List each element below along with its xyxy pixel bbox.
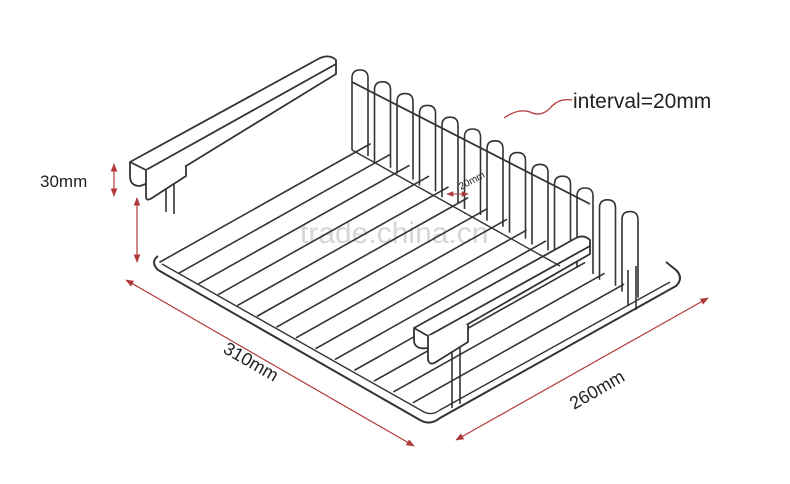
pitch-label: 20mm [457, 170, 487, 193]
base-wire [217, 175, 430, 296]
interval-pointer [503, 98, 573, 119]
rack-tine [396, 92, 414, 180]
length-label: 310mm [220, 338, 282, 385]
top-crossbar-lower [351, 149, 561, 267]
top-crossbar [351, 81, 591, 205]
rack-tine [486, 140, 504, 227]
rack-tine [598, 199, 617, 286]
rack-supports [165, 176, 637, 408]
rack-base-frame [153, 255, 681, 424]
rack-tine [508, 151, 527, 239]
height-label: 30mm [40, 172, 87, 191]
rack-tine [441, 116, 459, 204]
watermark: trade.china.cn [300, 217, 488, 250]
rack-tine [351, 69, 369, 156]
rack-base-frame-inner [161, 263, 671, 415]
rack-tine [553, 175, 572, 263]
base-wire [256, 197, 469, 317]
interval-label: interval=20mm [573, 90, 711, 113]
base-wire [373, 261, 586, 382]
rack-tine [418, 104, 437, 192]
rack-tine [463, 128, 482, 215]
rack-tine [621, 210, 639, 298]
back-slab [129, 55, 337, 201]
base-wire [198, 164, 410, 285]
rack-tine [373, 81, 392, 168]
length-dimension-arrow [125, 279, 415, 447]
rack-tine [531, 163, 549, 251]
rack-tines [351, 69, 639, 298]
base-wire [159, 143, 371, 263]
rack-tine [576, 187, 594, 274]
base-wire [178, 154, 391, 274]
width-dimension-arrow [455, 297, 709, 441]
